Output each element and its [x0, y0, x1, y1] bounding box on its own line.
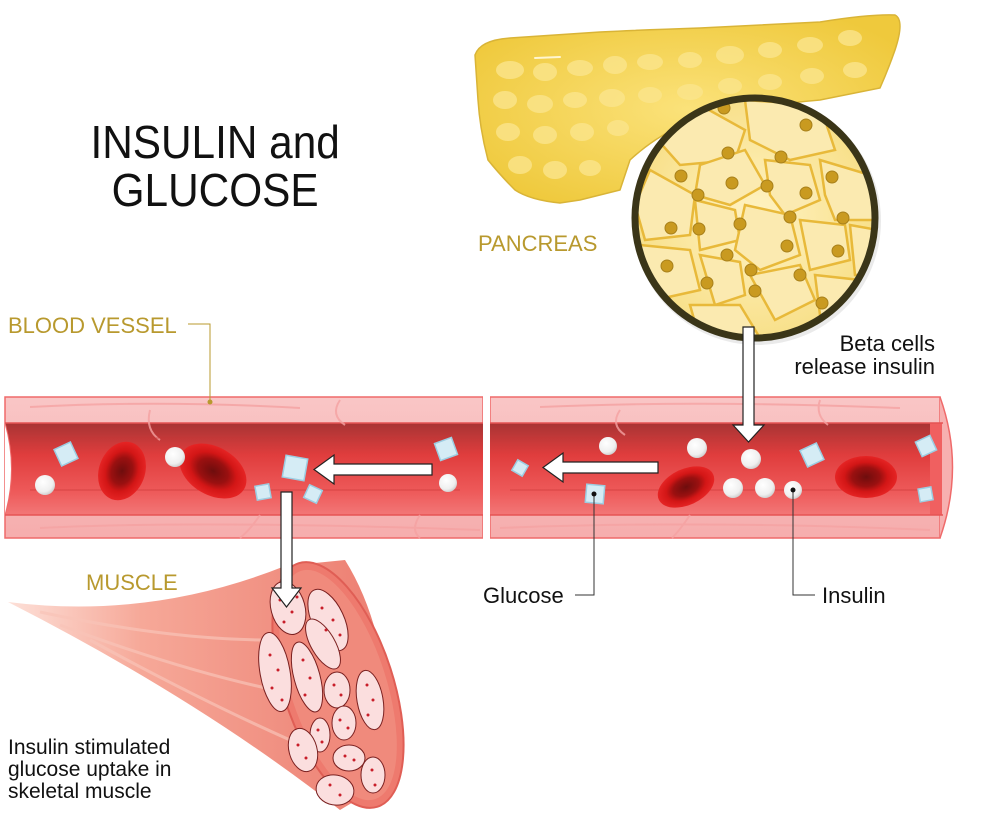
title-line-1: INSULIN and: [90, 116, 340, 168]
beta-cells-magnifier: [631, 94, 881, 345]
glucose-cube: [433, 436, 459, 462]
pancreas-label: PANCREAS: [478, 231, 598, 256]
muscle-bundle: [8, 560, 405, 810]
arrow-flow-right-segment: [541, 451, 659, 484]
red-blood-cell: [98, 441, 146, 501]
diagram-title: INSULIN and GLUCOSE: [90, 118, 340, 215]
insulin-label: Insulin: [822, 583, 886, 608]
insulin-particle: [165, 447, 185, 467]
insulin-particles: [35, 437, 802, 499]
glucose-label: Glucose: [483, 583, 564, 608]
insulin-particle: [723, 478, 743, 498]
insulin-particle: [755, 478, 775, 498]
blood-vessel-left: [4, 396, 484, 539]
vessel-break-gap: [483, 395, 490, 540]
pancreas-organ: [474, 14, 901, 204]
insulin-particle: [35, 475, 55, 495]
glucose-cube: [799, 442, 825, 468]
insulin-particle: [439, 474, 457, 492]
red-blood-cells: [98, 441, 897, 508]
insulin-particle: [741, 449, 761, 469]
muscle-label: MUSCLE: [86, 570, 178, 595]
insulin-particle: [599, 437, 617, 455]
red-blood-cell: [835, 456, 897, 498]
glucose-leader: [575, 494, 595, 596]
glucose-cube: [917, 486, 934, 503]
red-blood-cell: [657, 466, 715, 508]
glucose-cube: [254, 483, 272, 501]
uptake-caption-line-3: skeletal muscle: [8, 780, 152, 804]
blood-vessel-leader: [188, 323, 211, 402]
muscle-uptake-caption: Insulin stimulated glucose uptake in ske…: [8, 736, 172, 804]
insulin-particle: [687, 438, 707, 458]
title-line-2: GLUCOSE: [111, 164, 319, 217]
insulin-leader-dot: [790, 487, 796, 493]
uptake-caption-line-1: Insulin stimulated: [8, 736, 171, 759]
glucose-cube: [302, 483, 324, 505]
insulin-leader: [792, 490, 815, 596]
blood-vessel-label: BLOOD VESSEL: [8, 313, 177, 338]
arrow-beta-cells-to-vessel: [731, 326, 766, 443]
leader-lines: [188, 323, 815, 596]
uptake-caption-line-2: glucose uptake in: [8, 758, 172, 782]
beta-cells-label: Beta cells release insulin: [780, 332, 935, 378]
beta-cells-label-line-1: Beta cells: [839, 331, 935, 356]
red-blood-cell: [179, 443, 247, 499]
arrow-glucose-to-muscle: [270, 491, 303, 608]
beta-cells-label-line-2: release insulin: [794, 354, 935, 380]
blood-vessel-leader-dot: [207, 399, 213, 405]
arrow-flow-left-segment: [312, 453, 433, 486]
glucose-cube: [53, 441, 79, 467]
glucose-molecules: [53, 434, 938, 505]
glucose-cube: [281, 454, 309, 482]
glucose-cube: [510, 458, 530, 478]
glucose-leader-dot: [591, 491, 597, 497]
glucose-cube: [914, 434, 938, 458]
